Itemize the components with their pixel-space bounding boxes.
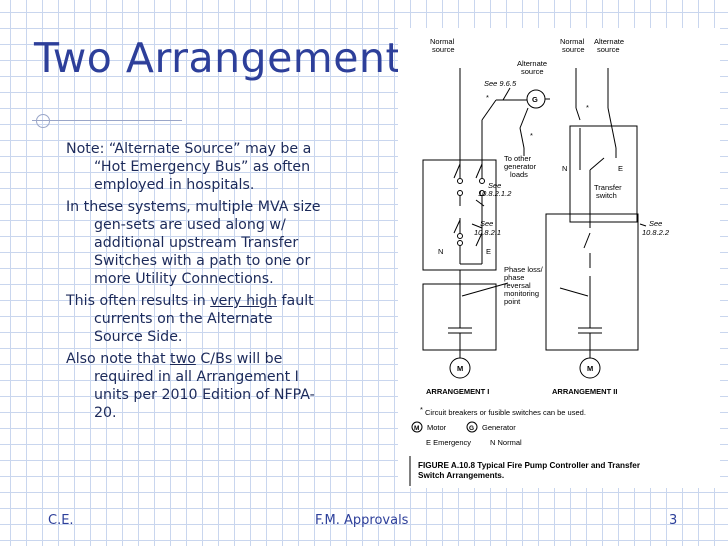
other-loads-label-c: loads	[510, 170, 528, 179]
title-rule	[32, 120, 182, 121]
bullet-text: fault currents on the Alternate Source S…	[94, 293, 314, 345]
page-number: 3	[669, 513, 678, 528]
legend-m-symbol: M	[414, 425, 419, 432]
phase-loss-label-d: monitoring	[504, 289, 539, 298]
other-loads-label: To other	[504, 154, 532, 163]
controller-box-2	[545, 213, 639, 351]
motor-symbol-2: M	[587, 364, 593, 373]
legend-motor: Motor	[427, 423, 447, 432]
bullet-text: Also note that	[66, 351, 171, 367]
legend-normal: N Normal	[490, 438, 522, 447]
arrangement-2-label: ARRANGEMENT II	[552, 387, 617, 396]
e-label-1: E	[486, 247, 491, 256]
alternate-source-label-mid: Alternate	[517, 59, 547, 68]
footnote-text: Circuit breakers or fusible switches can…	[425, 408, 586, 417]
phase-loss-label-b: phase	[504, 273, 524, 282]
motor-symbol-1: M	[457, 364, 463, 373]
alternate-source-label-top: Alternate	[594, 37, 624, 46]
transfer-switch-box	[569, 125, 638, 223]
n-label-1: N	[438, 247, 443, 256]
see-10821-label-b: 10.8.2.1	[474, 228, 501, 237]
phase-loss-label-c: reversal	[504, 281, 531, 290]
normal-source-label-1: Normal	[430, 37, 455, 46]
title-rule-knob	[36, 114, 50, 128]
asterisk-mark: *	[486, 93, 489, 102]
see-10822-label-b: 10.8.2.2	[642, 228, 670, 237]
legend-g-symbol: G	[469, 425, 474, 432]
legend-generator: Generator	[482, 423, 516, 432]
see-10812-label-b: 10.8.2.1.2	[478, 189, 512, 198]
asterisk-mark: *	[530, 131, 533, 140]
see-10812-label: See	[488, 181, 501, 190]
transfer-switch-label-b: switch	[596, 191, 617, 200]
transfer-switch-label: Transfer	[594, 183, 622, 192]
see-10822-label: See	[649, 219, 662, 228]
see-965-label: See 9.6.5	[484, 79, 517, 88]
bullet-text: This often results in	[66, 293, 211, 309]
bullet-text: C/Bs will be required in all Arrangement…	[94, 351, 315, 421]
phase-loss-label: Phase loss/	[504, 265, 544, 274]
arrangement-1-label: ARRANGEMENT I	[426, 387, 489, 396]
fire-pump-diagram: Normal source Alternate source See 9.6.5…	[398, 28, 720, 488]
bullet-two-cbs: Also note that two C/Bs will be required…	[66, 350, 321, 422]
footer-left: C.E.	[48, 513, 74, 528]
normal-source-label-2: Normal	[560, 37, 585, 46]
see-10821-label: See	[480, 219, 493, 228]
underlined-text: very high	[210, 293, 277, 309]
diagram-svg: Normal source Alternate source See 9.6.5…	[409, 37, 670, 486]
asterisk-mark: *	[586, 103, 589, 112]
normal-source-label-2b: source	[562, 45, 585, 54]
figure-caption: FIGURE A.10.8 Typical Fire Pump Controll…	[418, 461, 641, 470]
bullet-list: Note: “Alternate Source” may be a “Hot E…	[66, 140, 321, 426]
bullet-note: Note: “Alternate Source” may be a “Hot E…	[66, 141, 312, 193]
other-loads-label-b: generator	[504, 162, 537, 171]
normal-source-label-1b: source	[432, 45, 455, 54]
bullet-systems: In these systems, multiple MVA size gen-…	[66, 199, 321, 287]
phase-loss-label-e: point	[504, 297, 521, 306]
underlined-text: two	[170, 351, 196, 367]
footer-center: F.M. Approvals	[315, 513, 409, 528]
alternate-source-label-top-b: source	[597, 45, 620, 54]
footnote-asterisk: *	[420, 405, 423, 414]
n-label-2: N	[562, 164, 567, 173]
e-label-2: E	[618, 164, 623, 173]
legend-emergency: E Emergency	[426, 438, 471, 447]
generator-symbol: G	[532, 95, 538, 104]
slide-title: Two Arrangements	[34, 34, 424, 82]
bullet-fault-currents: This often results in very high fault cu…	[66, 292, 321, 346]
alternate-source-label-mid-b: source	[521, 67, 544, 76]
figure-caption-b: Switch Arrangements.	[418, 471, 504, 480]
